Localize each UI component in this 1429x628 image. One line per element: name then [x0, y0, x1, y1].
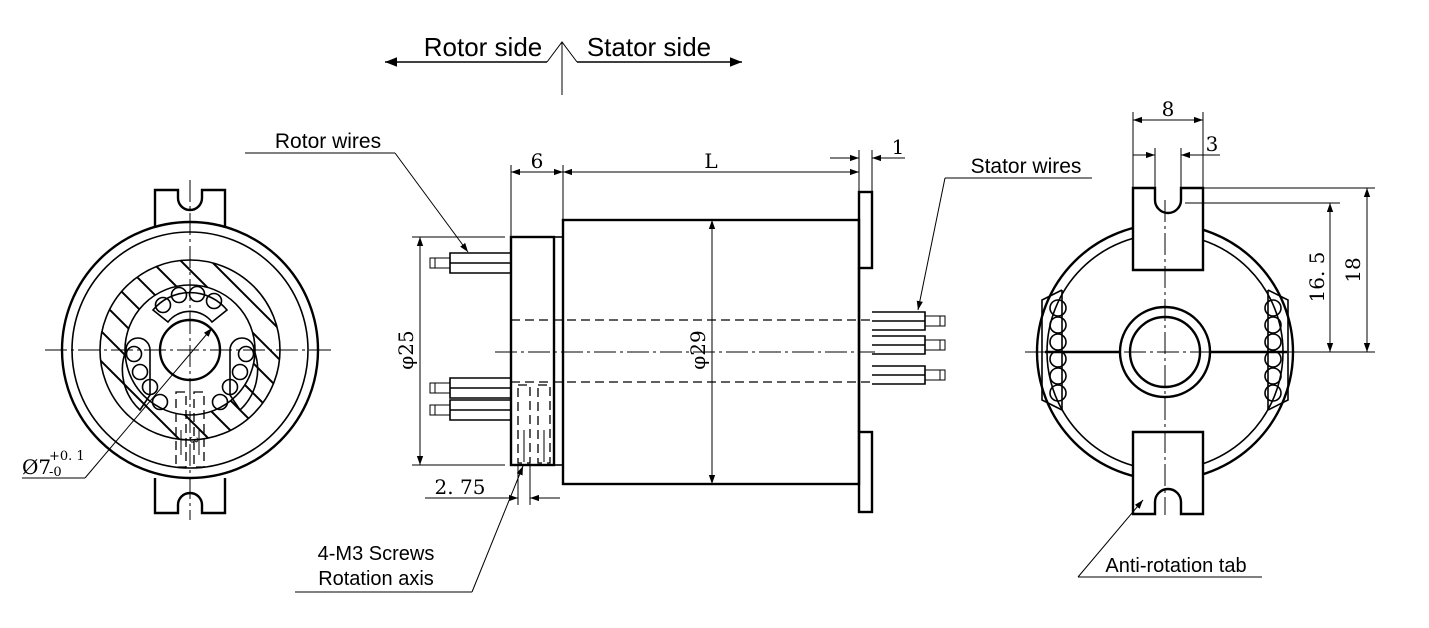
- rotor-wires: [429, 252, 511, 421]
- bore-tolerance-lower: -0: [49, 465, 62, 480]
- bore-tolerance-upper: +0. 1: [49, 449, 85, 464]
- dim-6: 6: [531, 149, 544, 173]
- screws-label: 4-M3 Screws: [318, 543, 435, 565]
- dim-1: 1: [892, 135, 905, 159]
- rotation-axis-label: Rotation axis: [318, 568, 434, 590]
- dim-18: 18: [1341, 257, 1365, 282]
- left-end-view: 3 Ø7 +0. 1 -0: [22, 180, 335, 520]
- dim-phi25: φ25: [394, 330, 418, 369]
- stator-side-label: Stator side: [587, 32, 711, 62]
- dim-16-5: 16. 5: [1305, 252, 1329, 303]
- stator-wires: [872, 311, 946, 385]
- direction-indicator: Rotor side Stator side: [385, 32, 742, 95]
- dim-8: 8: [1162, 97, 1175, 121]
- slot-width-mark: 3: [187, 437, 200, 444]
- anti-rotation-tab-label: Anti-rotation tab: [1105, 555, 1246, 577]
- dim-3: 3: [1206, 132, 1219, 156]
- right-ball-column: [1264, 299, 1282, 402]
- stator-wires-label: Stator wires: [971, 155, 1082, 178]
- rotor-wires-label: Rotor wires: [275, 130, 381, 153]
- dim-phi29: φ29: [686, 330, 710, 369]
- side-view: 6 L 1 φ25 φ29 2. 75 Rotor wires Stator w…: [245, 130, 1092, 593]
- dim-L: L: [704, 149, 717, 173]
- rotor-side-label: Rotor side: [424, 32, 543, 62]
- bore-diameter-label: Ø7: [22, 455, 51, 479]
- right-end-view: 8 3 16. 5 18 Anti-rotation tab: [1025, 97, 1375, 578]
- dim-2-75: 2. 75: [435, 475, 486, 499]
